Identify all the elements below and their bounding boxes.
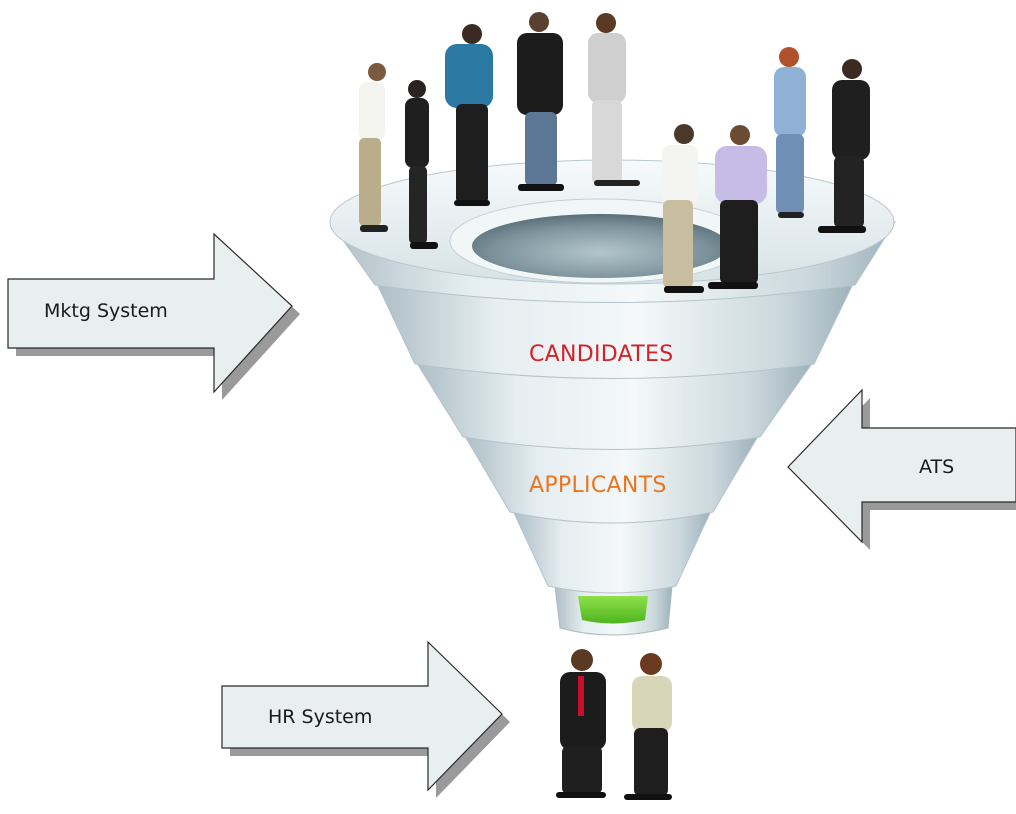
person-icon: [556, 649, 606, 798]
person-icon: [445, 24, 493, 206]
arrow-mktg-system: [7, 232, 300, 400]
arrow-hr-system: [221, 640, 510, 798]
person-icon: [818, 59, 870, 233]
person-icon: [774, 47, 806, 218]
person-icon: [662, 124, 704, 293]
arrow-ats-body: [787, 388, 1016, 544]
funnel-band-3: [417, 364, 812, 450]
person-icon: [359, 63, 388, 232]
mktg-system-label: Mktg System: [44, 300, 168, 322]
person-icon: [708, 125, 767, 289]
person-icon: [624, 653, 672, 800]
arrow-ats: [787, 388, 1016, 550]
people-on-funnel: [359, 12, 870, 293]
people-output: [556, 649, 672, 800]
hr-system-label: HR System: [268, 706, 373, 728]
funnel-band-4: [465, 437, 758, 524]
arrow-mktg-body: [7, 232, 293, 394]
arrow-hr-body: [221, 640, 503, 792]
applicants-label: APPLICANTS: [529, 473, 667, 498]
funnel-band-2: [377, 285, 853, 379]
person-icon: [405, 80, 438, 249]
funnel-band-5: [513, 512, 711, 594]
person-icon: [588, 13, 640, 186]
person-icon: [517, 12, 564, 191]
output-indicator: [578, 596, 648, 624]
candidates-label: CANDIDATES: [529, 342, 674, 367]
ats-label: ATS: [919, 456, 955, 478]
